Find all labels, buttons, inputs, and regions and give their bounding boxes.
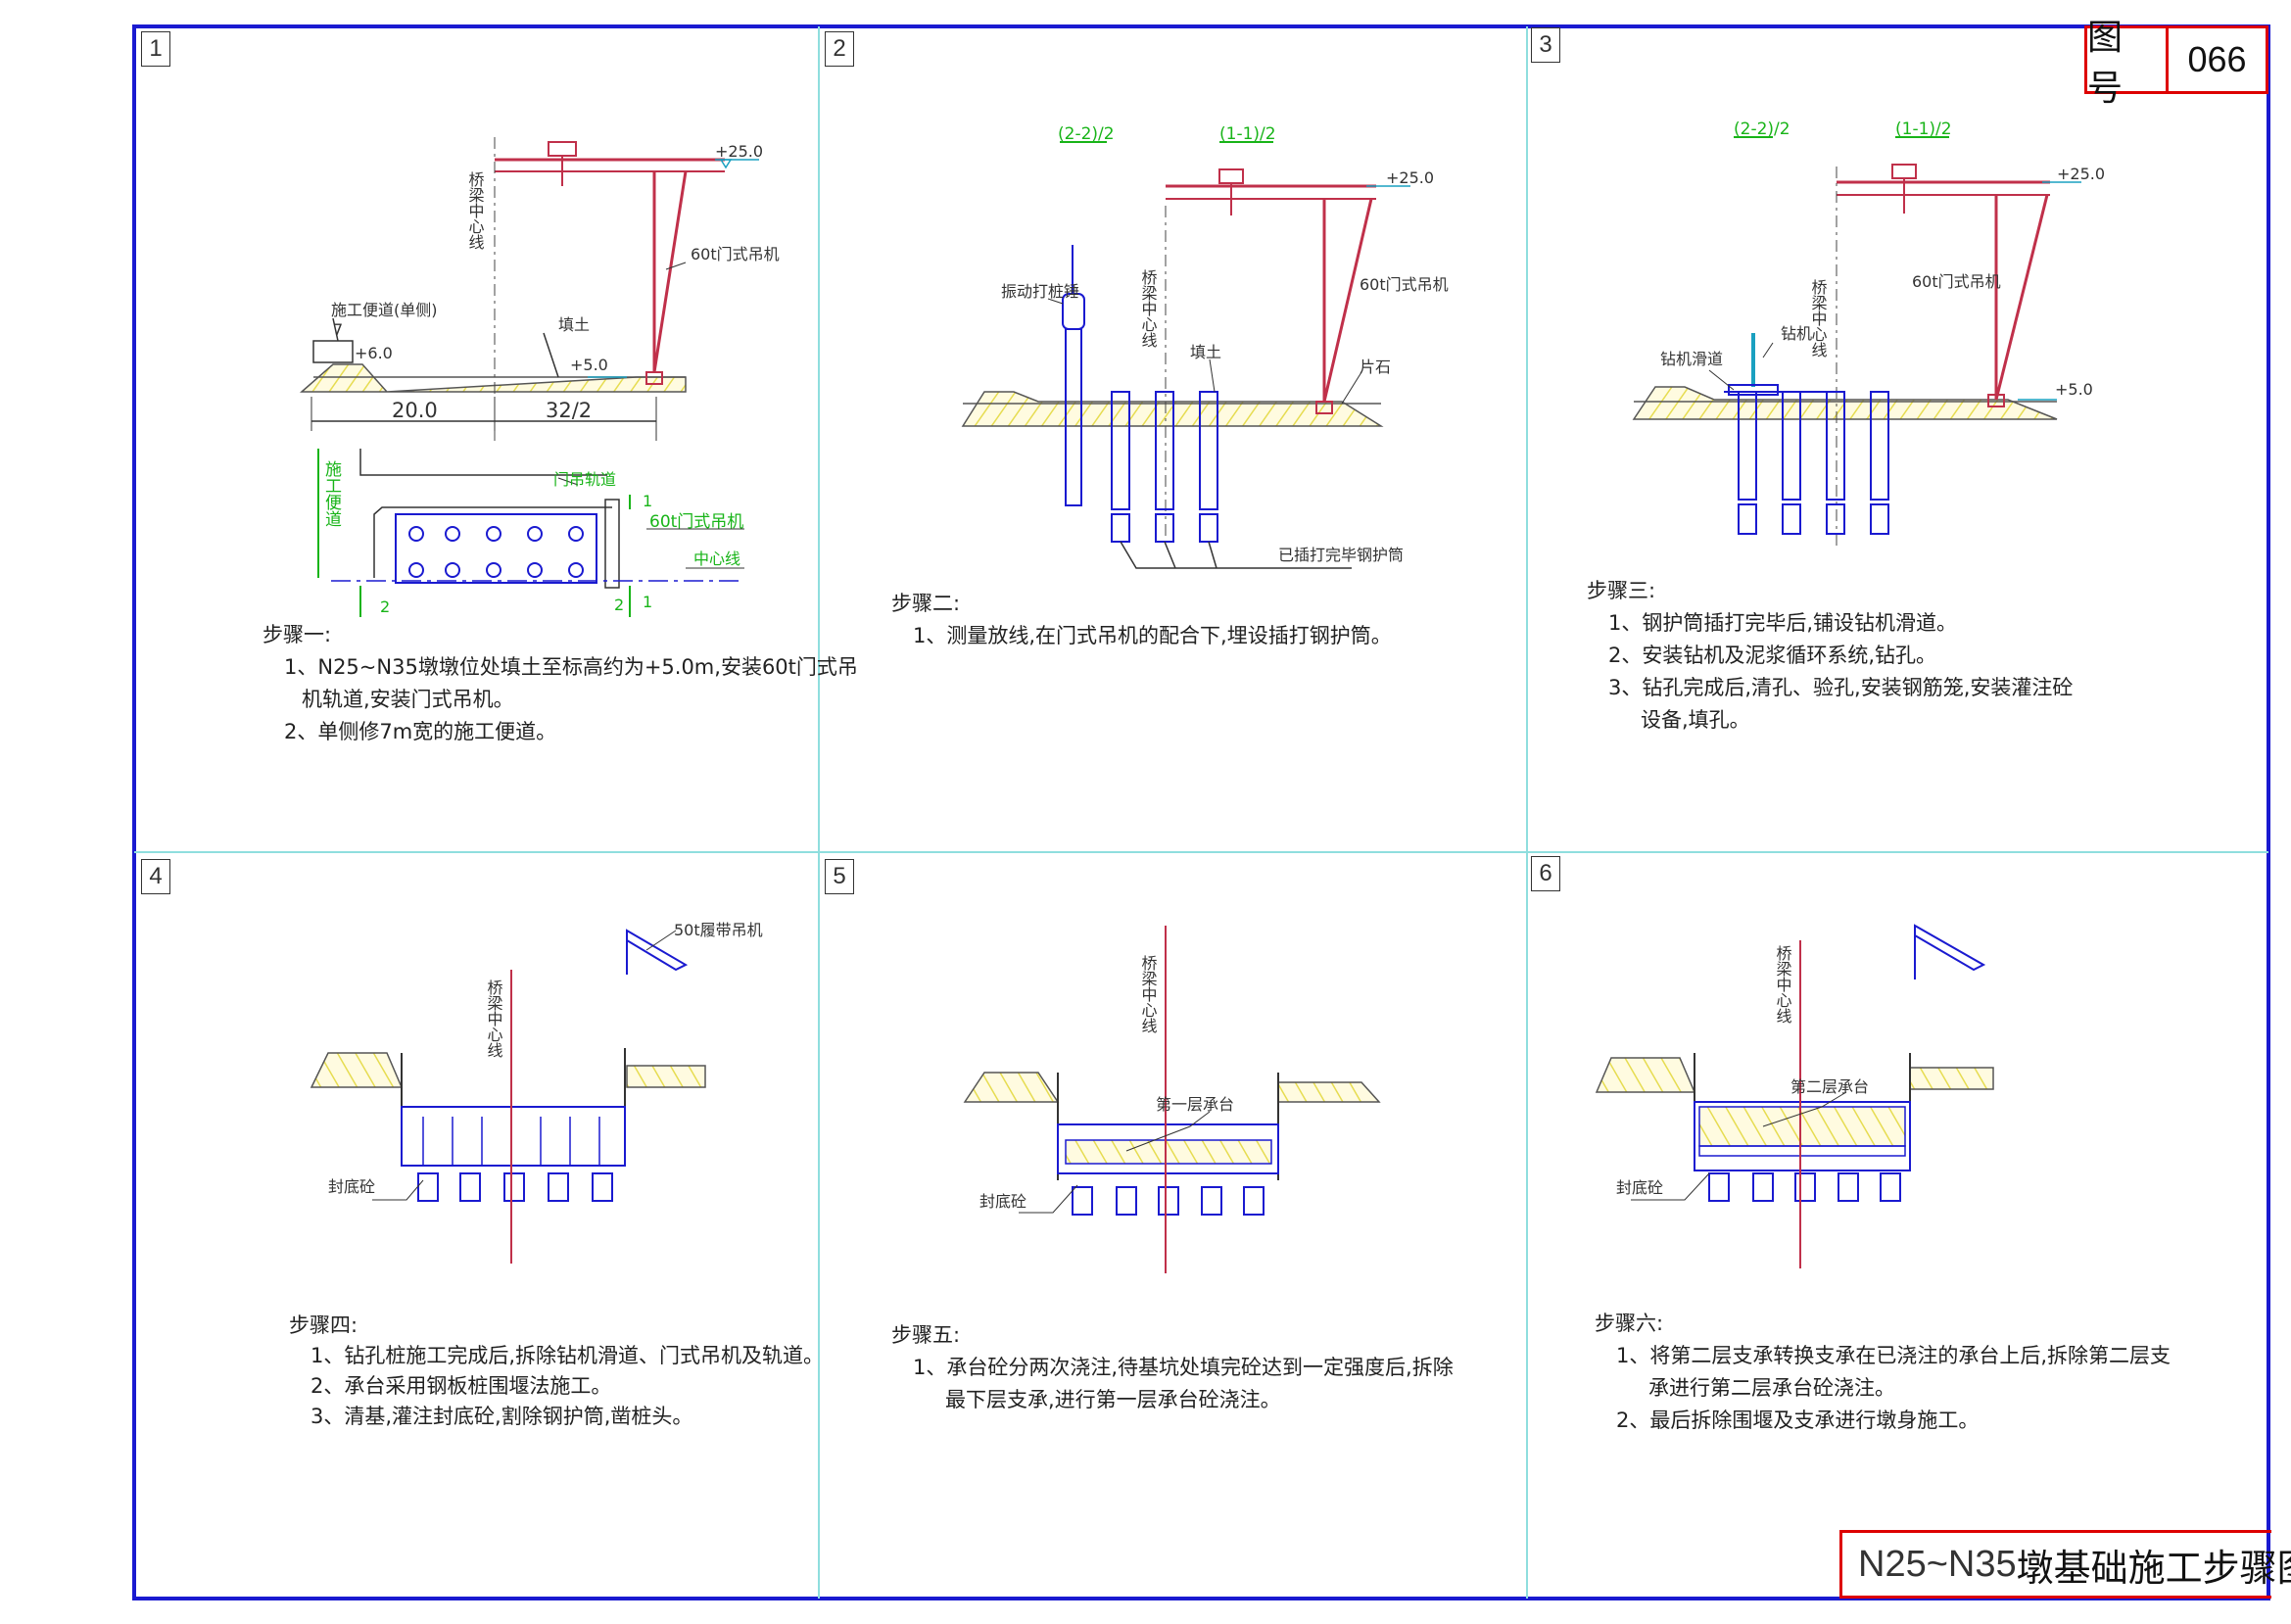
drawing-title-code: N25~N35 xyxy=(1858,1543,2017,1585)
p1-centerline: 桥梁中心线 xyxy=(466,171,485,250)
step-6-line-1b: 承进行第二层承台砼浇注。 xyxy=(1648,1376,1895,1400)
p1-plan-track: 门吊轨道 xyxy=(553,470,616,489)
step-4-text: 步骤四: 1、钻孔桩施工完成后,拆除钻机滑道、门式吊机及轨道。 2、承台采用钢板… xyxy=(289,1311,824,1432)
p5-cap: 第一层承台 xyxy=(1156,1095,1234,1114)
panel-number-3: 3 xyxy=(1531,27,1560,63)
p6-seal: 封底砼 xyxy=(1616,1178,1663,1197)
p1-sec-2b: 2 xyxy=(614,596,624,614)
panel-number-1: 1 xyxy=(141,31,170,67)
p1-sec-1: 1 xyxy=(643,492,652,510)
p2-casing: 已插打完毕钢护筒 xyxy=(1278,546,1404,564)
drawing-title-text: 墩基础施工步骤图 xyxy=(2016,1546,2291,1590)
step-5-line-1b: 最下层支承,进行第一层承台砼浇注。 xyxy=(945,1388,1281,1411)
p2-crane: 60t门式吊机 xyxy=(1360,275,1449,294)
panel-2-drawing xyxy=(961,141,1410,569)
figure-number-label: 图 号 xyxy=(2087,18,2169,109)
p5-seal: 封底砼 xyxy=(979,1192,1026,1211)
p4-crane: 50t履带吊机 xyxy=(674,921,763,939)
p3-sec-a: (2-2)/2 xyxy=(1734,119,1790,139)
p1-sec-2: 2 xyxy=(380,597,390,616)
step-3-line-3a: 3、钻孔完成后,清孔、验孔,安装钢筋笼,安装灌注砼 xyxy=(1608,676,2074,699)
step-2-text: 步骤二: 1、测量放线,在门式吊机的配合下,埋设插打钢护筒。 xyxy=(891,588,1392,652)
p2-sec-a: (2-2)/2 xyxy=(1058,124,1115,144)
p1-elev-fill: +5.0 xyxy=(570,356,608,374)
step-5-title: 步骤五: xyxy=(891,1323,961,1347)
p3-elev-fill: +5.0 xyxy=(2055,380,2093,399)
step-6-title: 步骤六: xyxy=(1595,1312,1664,1335)
step-4-line-2: 2、承台采用钢板桩围堰法施工。 xyxy=(310,1374,612,1398)
sheet-border xyxy=(132,24,2270,1600)
p1-sec-1b: 1 xyxy=(643,593,652,611)
p1-plan-center: 中心线 xyxy=(693,549,740,568)
p2-fill: 填土 xyxy=(1190,343,1221,361)
step-6-line-1a: 1、将第二层支承转换支承在已浇注的承台上后,拆除第二层支 xyxy=(1616,1344,2172,1367)
step-1-line-1a: 1、N25~N35墩墩位处填土至标高约为+5.0m,安装60t门式吊 xyxy=(284,655,858,679)
step-1-line-2: 2、单侧修7m宽的施工便道。 xyxy=(284,720,557,743)
p1-crane: 60t门式吊机 xyxy=(691,245,780,263)
p3-rail: 钻机滑道 xyxy=(1660,350,1723,368)
step-1-line-1b: 机轨道,安装门式吊机。 xyxy=(302,688,514,711)
panel-6-labels: 桥梁中心线 第二层承台 封底砼 xyxy=(1616,945,1869,1197)
panel-number-2: 2 xyxy=(825,31,854,67)
panel-3-labels: (2-2)/2 (1-1)/2 +25.0 桥梁中心线 60t门式吊机 钻机 钻… xyxy=(1660,119,2105,399)
p4-centerline: 桥梁中心线 xyxy=(485,979,503,1058)
p1-road-width: 7 xyxy=(333,320,343,339)
p3-elev-top: +25.0 xyxy=(2057,165,2105,183)
p2-hammer: 振动打桩锤 xyxy=(1001,282,1079,301)
p3-sec-b: (1-1)/2 xyxy=(1895,119,1952,139)
p1-plan-road: 施工便道 xyxy=(321,460,342,527)
panel-1-drawing xyxy=(300,137,759,617)
panel-5-labels: 桥梁中心线 第一层承台 封底砼 xyxy=(979,955,1234,1211)
step-4-title: 步骤四: xyxy=(289,1314,358,1337)
panel-4-labels: 50t履带吊机 桥梁中心线 封底砼 xyxy=(328,921,763,1196)
drawing-title-box: N25~N35 墩基础施工步骤图 xyxy=(1839,1530,2291,1599)
figure-number-box: 图 号 066 xyxy=(2084,18,2268,109)
panel-number-4: 4 xyxy=(141,859,170,894)
panel-4-drawing xyxy=(310,929,706,1264)
step-4-line-3: 3、清基,灌注封底砼,割除钢护筒,凿桩头。 xyxy=(310,1405,693,1428)
step-5-line-1a: 1、承台砼分两次浇注,待基坑处填完砼达到一定强度后,拆除 xyxy=(913,1356,1454,1379)
step-1-text: 步骤一: 1、N25~N35墩墩位处填土至标高约为+5.0m,安装60t门式吊 … xyxy=(263,619,858,748)
p6-cap: 第二层承台 xyxy=(1790,1077,1869,1096)
panel-5-drawing xyxy=(963,926,1381,1273)
step-5-text: 步骤五: 1、承台砼分两次浇注,待基坑处填完砼达到一定强度后,拆除 最下层支承,… xyxy=(891,1319,1454,1416)
p1-elev-top: +25.0 xyxy=(715,142,763,161)
panel-3-drawing xyxy=(1632,136,2081,549)
panel-number-6: 6 xyxy=(1531,856,1560,891)
p1-road-note: 施工便道(单侧) xyxy=(331,301,438,319)
p4-seal: 封底砼 xyxy=(328,1177,375,1196)
p3-centerline: 桥梁中心线 xyxy=(1809,279,1828,358)
p5-centerline: 桥梁中心线 xyxy=(1139,955,1158,1033)
step-3-line-1: 1、钢护筒插打完毕后,铺设钻机滑道。 xyxy=(1608,611,1958,635)
p2-sec-b: (1-1)/2 xyxy=(1219,124,1276,144)
p3-rig: 钻机 xyxy=(1781,324,1812,343)
step-6-text: 步骤六: 1、将第二层支承转换支承在已浇注的承台上后,拆除第二层支 承进行第二层… xyxy=(1595,1308,2171,1437)
figure-number-value: 066 xyxy=(2187,39,2247,79)
p1-plan-crane: 60t门式吊机 xyxy=(649,512,743,532)
step-3-text: 步骤三: 1、钢护筒插打完毕后,铺设钻机滑道。 2、安装钻机及泥浆循环系统,钻孔… xyxy=(1587,575,2073,737)
step-6-line-2: 2、最后拆除围堰及支承进行墩身施工。 xyxy=(1616,1409,1980,1432)
p2-slab: 片石 xyxy=(1360,358,1391,376)
step-2-title: 步骤二: xyxy=(891,592,961,615)
panel-2-labels: (2-2)/2 (1-1)/2 +25.0 振动打桩锤 桥梁中心线 填土 60t… xyxy=(1001,124,1449,564)
step-2-line-1: 1、测量放线,在门式吊机的配合下,埋设插打钢护筒。 xyxy=(913,624,1392,647)
p6-centerline: 桥梁中心线 xyxy=(1774,945,1792,1024)
step-3-title: 步骤三: xyxy=(1587,579,1656,602)
step-4-line-1: 1、钻孔桩施工完成后,拆除钻机滑道、门式吊机及轨道。 xyxy=(310,1344,825,1367)
panel-1-labels: +25.0 桥梁中心线 60t门式吊机 施工便道(单侧) 7 +6.0 填土 +… xyxy=(321,142,780,616)
p2-centerline: 桥梁中心线 xyxy=(1139,269,1158,348)
panel-6-drawing xyxy=(1595,924,1994,1268)
p3-crane: 60t门式吊机 xyxy=(1912,272,2001,291)
p1-fill: 填土 xyxy=(558,315,590,334)
panel-number-5: 5 xyxy=(825,859,854,894)
step-3-line-3b: 设备,填孔。 xyxy=(1641,708,1750,732)
p1-dim-b: 32/2 xyxy=(546,399,592,422)
p1-dim-a: 20.0 xyxy=(392,399,438,422)
step-3-line-2: 2、安装钻机及泥浆循环系统,钻孔。 xyxy=(1608,644,1937,667)
p2-elev-top: +25.0 xyxy=(1386,168,1434,187)
p1-elev-road: +6.0 xyxy=(355,344,393,362)
step-1-title: 步骤一: xyxy=(263,623,332,646)
